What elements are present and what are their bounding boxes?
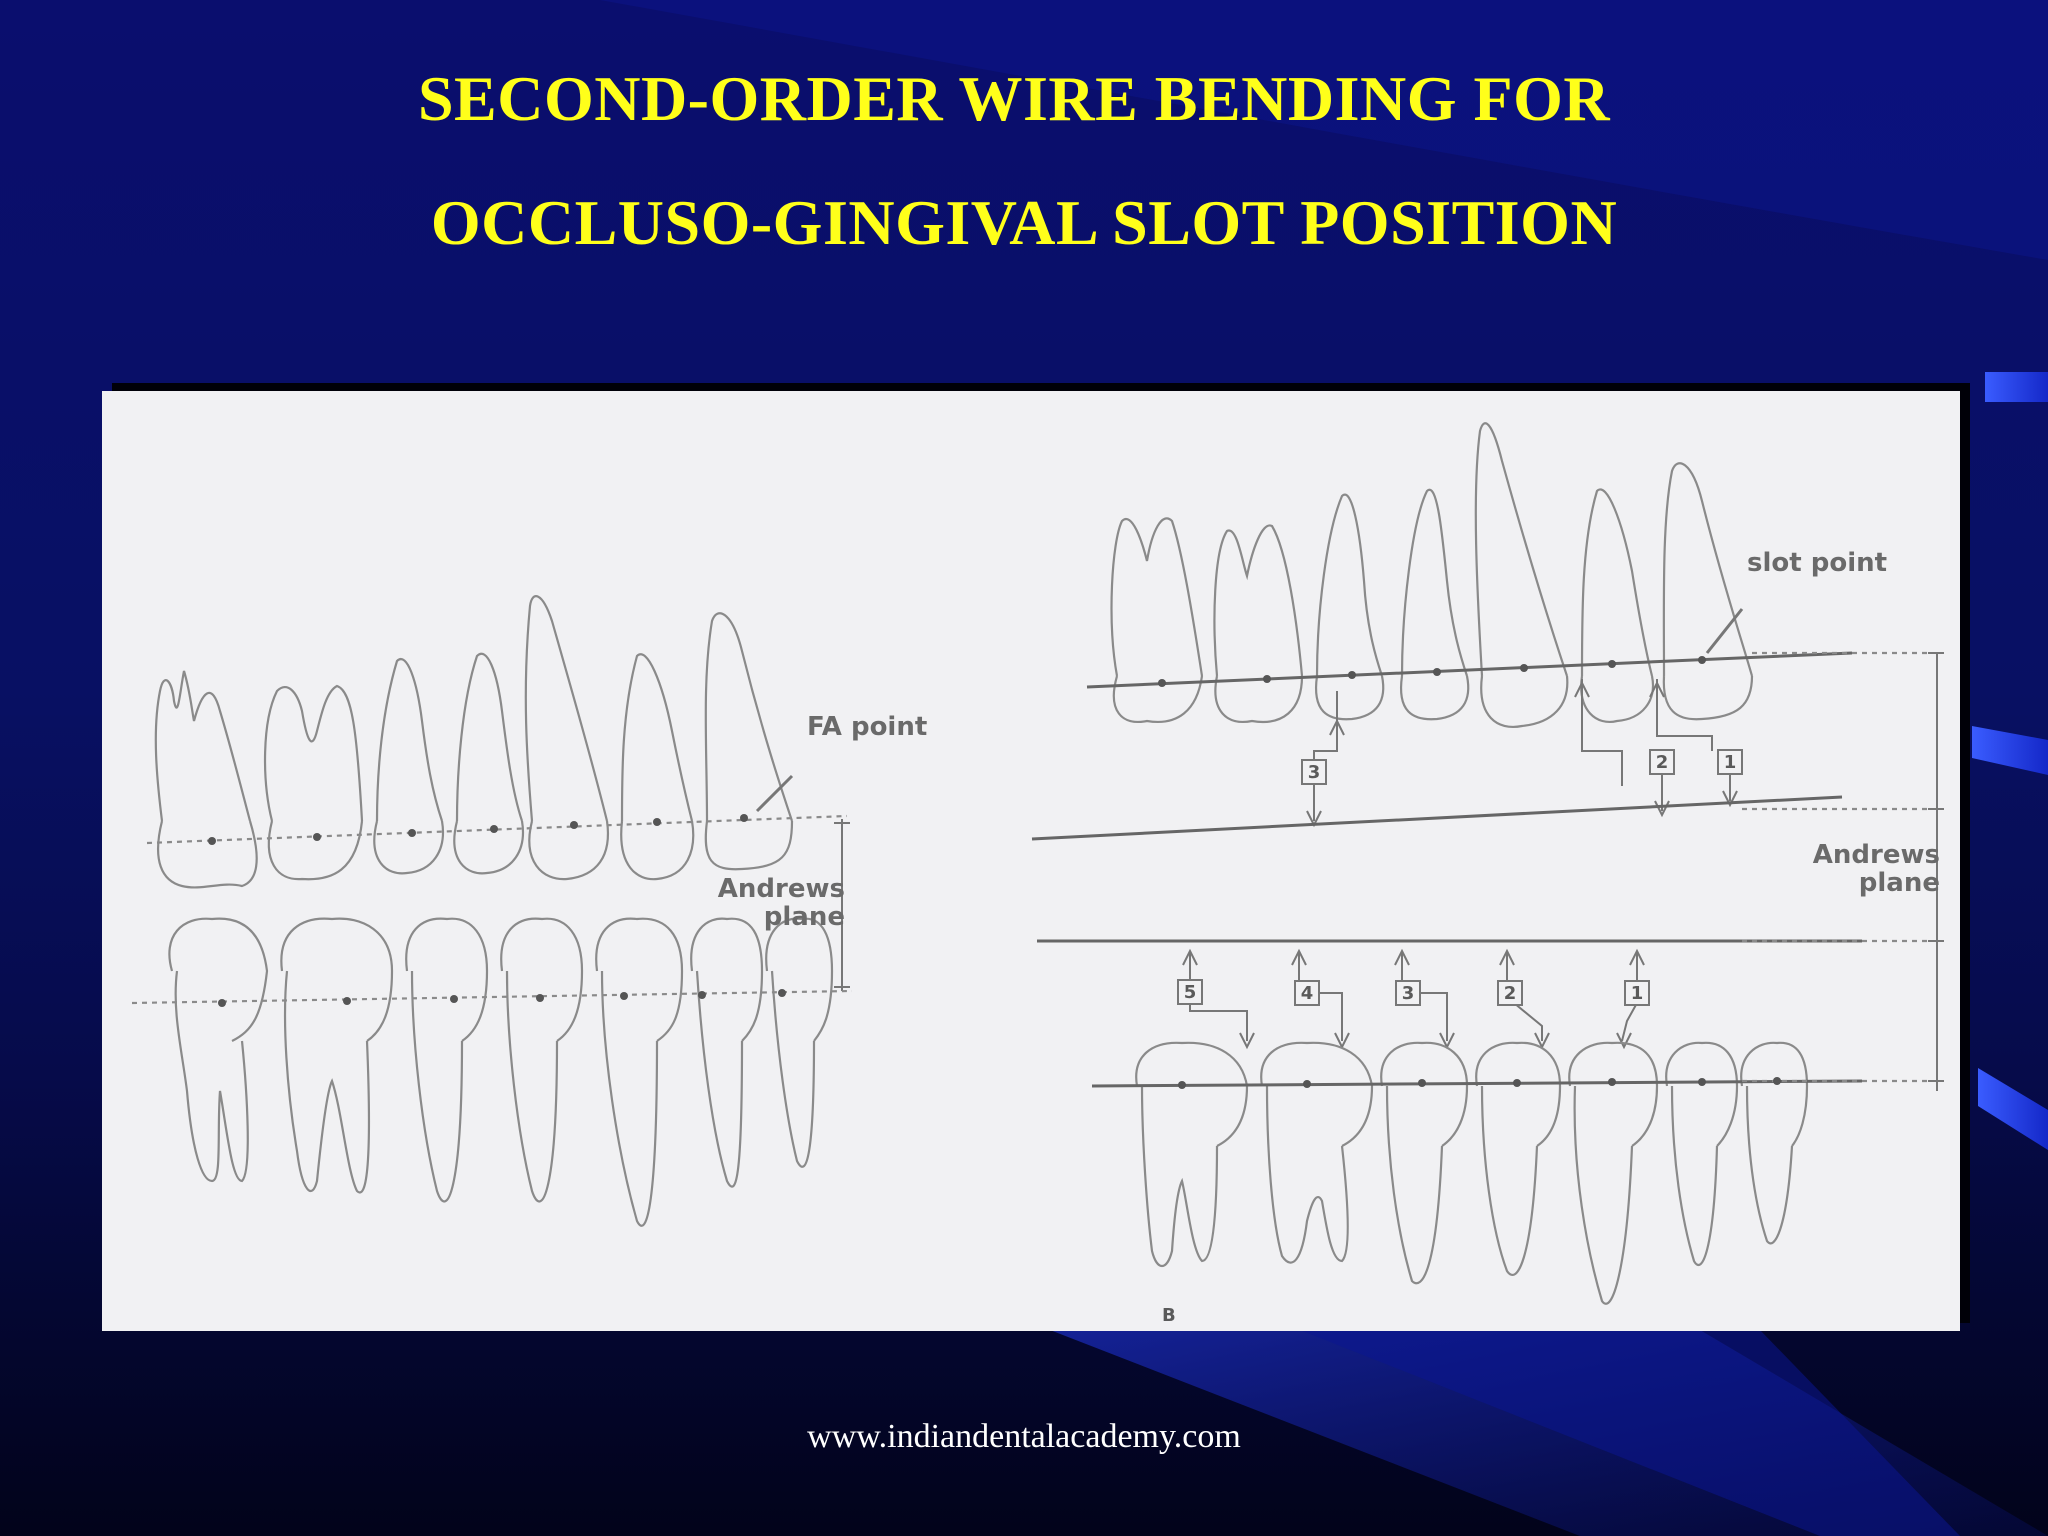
left-andrews-label-line-1: Andrews: [718, 874, 845, 904]
upper-bend-number-3: 3: [1308, 762, 1321, 783]
right-lower-wire: [1091, 1079, 1863, 1088]
right-mid-upper-wire: [1031, 795, 1843, 841]
accent-stripe-3: [1978, 1068, 2048, 1150]
lower-bend-box-3: 3: [1395, 980, 1421, 1006]
lower-bend-box-1: 1: [1624, 980, 1650, 1006]
right-andrews-bracket: [1928, 652, 1944, 1091]
upper-bend-number-1: 1: [1724, 752, 1737, 773]
left-lower-arch: [168, 917, 834, 1227]
lower-bend-connectors: [1182, 948, 1645, 1050]
andrews-bracket-left: [834, 819, 850, 991]
left-upper-fa-points: [208, 814, 748, 845]
background-swoosh-upper: [600, 0, 2048, 260]
lower-bend-number-4: 4: [1301, 983, 1314, 1004]
slot-point-label: slot point: [1747, 548, 1887, 578]
left-upper-arch: [154, 595, 794, 889]
dental-diagram-panel: 3 2 1 5 4: [102, 391, 1960, 1331]
right-andrews-label-line-2: plane: [1859, 868, 1940, 898]
accent-stripe-2: [1972, 726, 2048, 775]
fa-point-pointer-left: [755, 774, 794, 813]
right-upper-slot-points: [1158, 656, 1706, 687]
lower-bend-number-5: 5: [1184, 982, 1197, 1003]
upper-bend-box-3: 3: [1301, 759, 1327, 785]
right-upper-wire: [1086, 651, 1853, 689]
fa-point-label: FA point: [807, 712, 927, 742]
lower-bend-box-4: 4: [1294, 980, 1320, 1006]
slide-title-line-1: SECOND-ORDER WIRE BENDING FOR: [417, 63, 1611, 134]
dental-diagram: 3 2 1 5 4: [131, 422, 1944, 1326]
slot-point-pointer: [1705, 608, 1744, 654]
lower-bend-box-2: 2: [1497, 980, 1523, 1006]
left-andrews-label-line-2: plane: [764, 902, 845, 932]
upper-bend-boxes: 3 2 1: [1301, 749, 1743, 785]
upper-bend-number-2: 2: [1656, 752, 1669, 773]
left-lower-fa-points: [218, 989, 786, 1007]
lower-bend-number-3: 3: [1402, 983, 1415, 1004]
figure-corner-letter: B: [1162, 1305, 1176, 1326]
right-lower-slot-points: [1178, 1077, 1781, 1089]
right-andrews-label-line-1: Andrews: [1813, 840, 1940, 870]
upper-bend-box-1: 1: [1717, 749, 1743, 775]
left-lower-andrews-line: [131, 989, 853, 1005]
footer-url: www.indiandentalacademy.com: [807, 1418, 1241, 1455]
lower-bend-number-1: 1: [1631, 983, 1644, 1004]
background-swoosh-lower-2: [1300, 1330, 1960, 1536]
lower-bend-box-5: 5: [1177, 979, 1203, 1005]
accent-stripe-1: [1985, 372, 2048, 402]
lower-bend-number-2: 2: [1504, 983, 1517, 1004]
upper-bend-box-2: 2: [1649, 749, 1675, 775]
lower-bend-boxes: 5 4 3 2 1: [1177, 979, 1650, 1006]
right-lower-arch: [1135, 1041, 1809, 1305]
right-upper-arch: [1110, 422, 1754, 728]
slide-title-line-2: OCCLUSO-GINGIVAL SLOT POSITION: [430, 187, 1618, 258]
